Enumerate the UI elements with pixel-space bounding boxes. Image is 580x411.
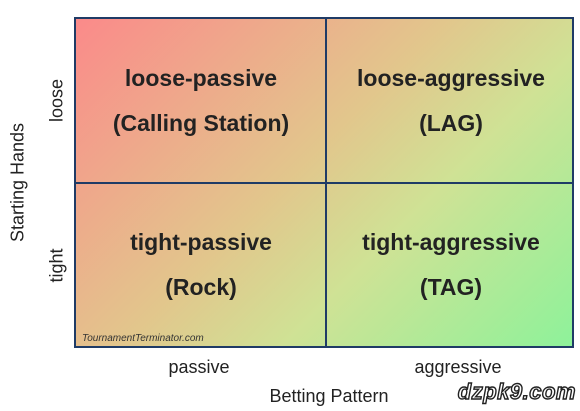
quadrant-tight-passive: tight-passive (Rock) — [76, 183, 326, 347]
horizontal-divider — [76, 182, 572, 184]
quadrant-title: loose-aggressive — [357, 64, 545, 91]
quadrant-title: loose-passive — [124, 64, 278, 91]
quadrant-loose-passive: loose-passive (Calling Station) — [76, 19, 326, 183]
y-tick-loose: loose — [46, 78, 67, 123]
x-tick-aggressive: aggressive — [414, 357, 502, 377]
quadrant-title: tight-aggressive — [362, 228, 540, 255]
quadrant-tight-aggressive: tight-aggressive (TAG) — [326, 183, 576, 347]
quadrant-nickname: (Rock) — [165, 274, 237, 300]
quadrant-loose-aggressive: loose-aggressive (LAG) — [326, 19, 576, 183]
x-tick-passive: passive — [168, 357, 230, 377]
quadrant-nickname: (LAG) — [419, 110, 483, 136]
quadrant-nickname: (TAG) — [419, 274, 483, 300]
x-axis-label: Betting Pattern — [269, 386, 389, 406]
quadrant-nickname: (Calling Station) — [112, 110, 290, 136]
y-axis-label: Starting Hands — [7, 122, 28, 243]
quadrant-grid: loose-passive (Calling Station) loose-ag… — [74, 17, 574, 348]
credit-text: TournamentTerminator.com — [82, 333, 204, 344]
quadrant-title: tight-passive — [130, 228, 272, 255]
y-tick-tight: tight — [46, 248, 67, 283]
site-logo: dzpk9.com — [457, 378, 576, 404]
